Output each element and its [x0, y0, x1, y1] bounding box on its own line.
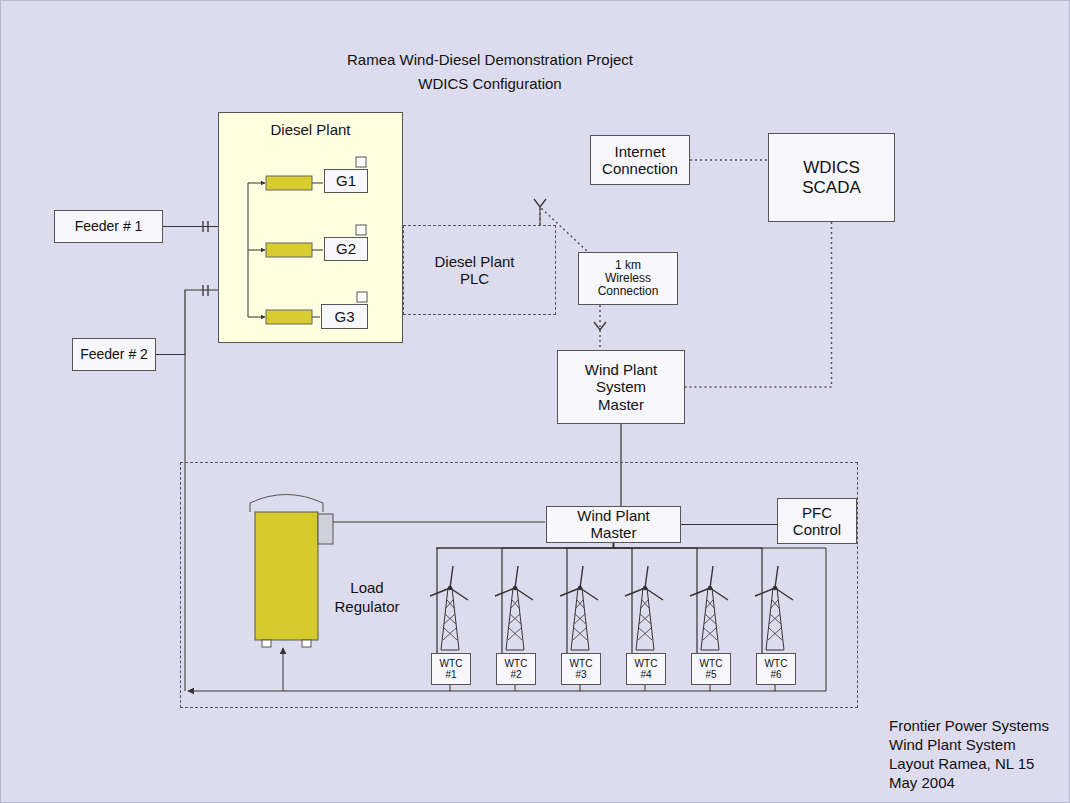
wind-turbine: [495, 566, 533, 650]
box-label: Diesel Plant PLC: [424, 253, 525, 288]
turbine-controller-box: WTC #5: [691, 653, 731, 685]
box-label: WTC #4: [630, 658, 662, 680]
generator-box: G1: [324, 169, 368, 193]
turbine-controller-box: WTC #3: [561, 653, 601, 685]
feeder-box: Feeder # 1: [54, 210, 163, 243]
engine-feed: [248, 250, 265, 251]
control-line: [614, 543, 698, 653]
regulator-control-wire: [333, 522, 545, 523]
box-label: Diesel Plant: [225, 121, 396, 138]
part-label: Load Regulator: [322, 578, 412, 616]
wind-turbine: [755, 566, 793, 650]
system-master-box: Wind Plant System Master: [557, 350, 685, 424]
regulator-feed: [283, 648, 284, 691]
plc-box: Diesel Plant PLC: [403, 225, 556, 315]
wind-turbine: [625, 566, 663, 650]
box-label: WTC #1: [435, 658, 467, 680]
communication-link: [599, 305, 601, 350]
box-label: Feeder # 2: [79, 346, 149, 362]
generator-terminal: [357, 292, 367, 302]
box-label: WTC #3: [565, 658, 597, 680]
box-label: WTC #5: [695, 658, 727, 680]
diesel-plant-box: Diesel PlantG1G2G3: [218, 112, 403, 343]
engine-feed: [248, 317, 265, 318]
turbine-feed: [450, 684, 775, 691]
control-line: [620, 424, 621, 506]
internet-box: Internet Connection: [590, 135, 690, 185]
control-line: [567, 543, 614, 653]
box-label: PFC Control: [784, 504, 850, 539]
control-line: [502, 543, 614, 653]
generator-box: G3: [321, 304, 368, 329]
box-label: G2: [328, 240, 364, 257]
communication-link: [540, 207, 588, 252]
box-label: WTC #6: [760, 658, 792, 680]
turbine-controller-box: WTC #2: [496, 653, 536, 685]
box-label: Feeder # 1: [61, 218, 156, 234]
box-label: WDICS SCADA: [791, 158, 872, 197]
diesel-engine: [266, 310, 312, 324]
wind-turbine: [560, 566, 598, 650]
control-line: [614, 543, 633, 653]
regulator-lid: [250, 495, 323, 513]
power-bus: [185, 354, 186, 691]
box-label: 1 km Wireless Connection: [595, 259, 661, 299]
wind-turbine: [430, 566, 468, 650]
box-label: G3: [325, 308, 364, 325]
wireless-box: 1 km Wireless Connection: [578, 252, 678, 305]
generator-terminal: [356, 225, 366, 235]
box-label: Wind Plant System Master: [576, 361, 666, 413]
control-line: [437, 543, 614, 653]
wind-plant-region: Frontier Power Systems Wind Plant System…: [180, 462, 858, 708]
control-line: [614, 543, 763, 653]
control-line: [156, 290, 218, 355]
power-bus: [188, 691, 826, 692]
turbine-controller-box: WTC #1: [431, 653, 471, 685]
shaft: [312, 250, 323, 251]
pfc-box: PFC Control: [777, 498, 857, 544]
box-label: WTC #2: [500, 658, 532, 680]
control-line: [681, 524, 777, 525]
diagram-title: Ramea Wind-Diesel Demonstration Project …: [330, 48, 650, 96]
turbine-controller-box: WTC #6: [756, 653, 796, 685]
region-caption: Frontier Power Systems Wind Plant System…: [889, 716, 1059, 792]
communication-link: [685, 222, 832, 387]
shaft: [312, 317, 320, 318]
load-regulator-cabinet: [255, 512, 318, 640]
engine-feed: [248, 183, 265, 184]
turbine-controller-box: WTC #4: [626, 653, 666, 685]
shaft: [312, 183, 323, 184]
control-bus: [436, 548, 826, 691]
scada-box: WDICS SCADA: [768, 133, 895, 222]
cabinet-foot: [262, 640, 271, 647]
generator-box: G2: [324, 237, 368, 261]
antenna-symbol: [534, 199, 546, 207]
box-label: G1: [328, 172, 364, 189]
diesel-engine: [266, 243, 312, 257]
generator-terminal: [356, 157, 366, 167]
diesel-engine: [266, 176, 312, 190]
wind-turbine: [690, 566, 728, 650]
plant-master-box: Wind Plant Master: [546, 506, 681, 543]
cabinet-foot: [302, 640, 311, 647]
regulator-controller: [318, 514, 333, 544]
box-label: Wind Plant Master: [574, 508, 653, 541]
control-line: [163, 226, 218, 227]
communication-link: [690, 159, 768, 161]
feeder-box: Feeder # 2: [72, 338, 156, 371]
box-label: Internet Connection: [595, 143, 685, 178]
diesel-plant-fill: [218, 112, 403, 343]
